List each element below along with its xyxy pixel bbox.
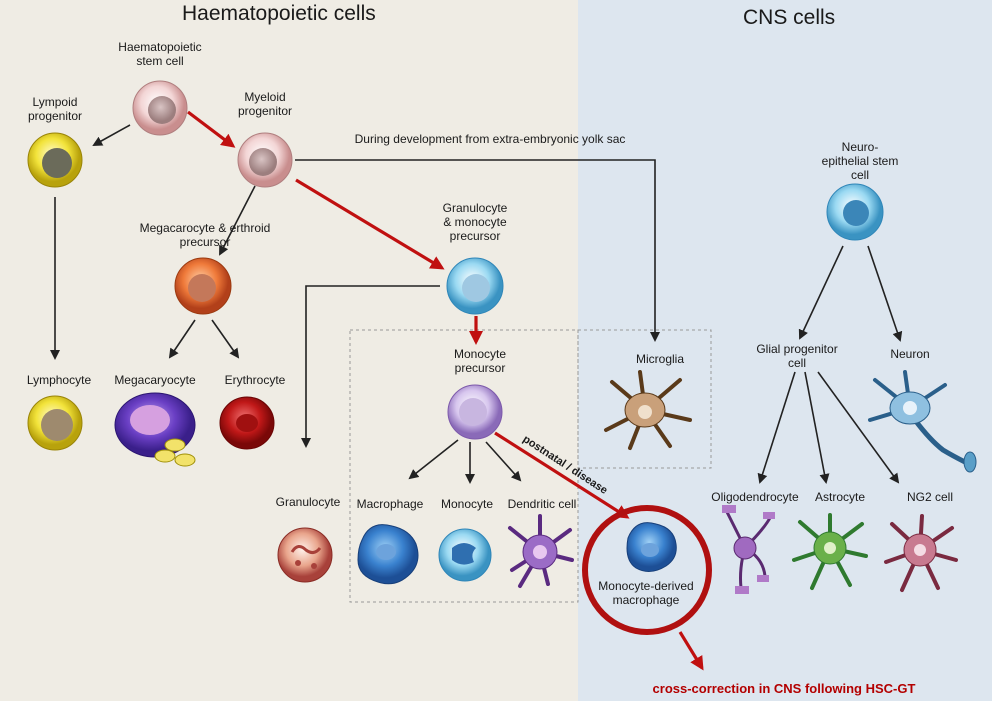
astrocyte-cell	[792, 513, 868, 590]
lymphocyte-label: Lymphocyte	[26, 373, 92, 387]
monocyte-cell	[438, 528, 492, 582]
neuron-label: Neuron	[890, 347, 930, 361]
highlight-circle	[582, 505, 712, 635]
hsc-cell	[132, 80, 188, 136]
megakaryocyte-cell	[114, 392, 196, 467]
ng2-cell	[884, 514, 958, 592]
ng2-label: NG2 cell	[906, 490, 953, 504]
gmp-cell	[446, 257, 504, 315]
yolk-sac-annotation: During development from extra-embryonic …	[354, 132, 626, 146]
monocyte-precursor-cell	[447, 384, 503, 440]
neuron-cell	[868, 370, 977, 473]
lymphoid-progenitor-cell	[27, 132, 83, 188]
microglia-cell	[604, 370, 692, 450]
haematopoietic-title: Haematopoietic cells	[182, 2, 376, 25]
monocyte-label: Monocyte	[440, 497, 494, 511]
cross-correction-annotation: cross-correction in CNS following HSC-GT	[652, 681, 916, 696]
erythrocyte-cell	[219, 396, 275, 450]
astrocyte-label: Astrocyte	[814, 490, 865, 504]
monocyte-derived-macrophage-cell	[626, 522, 677, 572]
oligodendrocyte-label: Oligodendrocyte	[711, 490, 799, 504]
macrophage-label: Macrophage	[356, 497, 424, 511]
cns-panel	[578, 0, 992, 701]
myeloid-box	[349, 329, 579, 603]
microglia-box	[577, 329, 712, 469]
granulocyte-label: Granulocyte	[275, 495, 341, 509]
cns-title: CNS cells	[743, 6, 836, 29]
granulocyte-cell	[277, 527, 333, 583]
oligodendrocyte-cell	[722, 505, 775, 594]
dendritic-cell	[508, 514, 574, 588]
erythrocyte-label: Erythrocyte	[224, 373, 286, 387]
mep-cell	[174, 257, 232, 315]
neuroepithelial-cell	[826, 183, 884, 241]
red-arrows	[187, 110, 704, 671]
lineage-arrows	[50, 124, 903, 484]
macrophage-cell	[357, 524, 419, 585]
microglia-label: Microglia	[635, 352, 684, 366]
dendritic-cell-label: Dendritic cell	[507, 497, 577, 511]
myeloid-progenitor-cell	[237, 132, 293, 188]
megakaryocyte-label: Megacaryocyte	[114, 373, 196, 387]
haematopoietic-panel	[0, 0, 578, 701]
lymphocyte-cell	[27, 395, 83, 451]
